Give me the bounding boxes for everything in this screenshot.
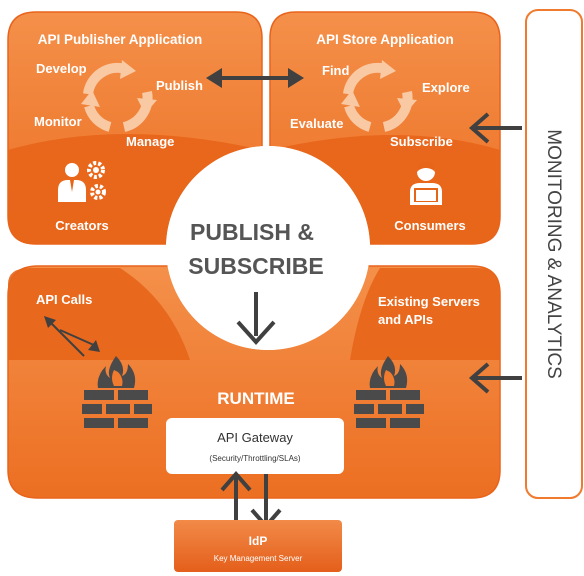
down-arrow-icon [236,292,276,345]
runtime-api-calls: API Calls [36,292,92,307]
center-line-1: PUBLISH & [190,219,314,245]
runtime-panel [7,265,501,499]
gateway-subtitle: (Security/Throttling/SLAs) [209,454,300,463]
cycle-label-develop: Develop [36,61,87,76]
cycle-label-publish: Publish [156,78,203,93]
idp-box: IdP Key Management Server [174,520,342,572]
consumer-laptop-icon [410,162,442,205]
cycle-arrows-icon [81,60,157,132]
publisher-title: API Publisher Application [38,32,203,47]
role-creators: Creators [55,218,108,233]
runtime-existing-line-2: and APIs [378,312,433,327]
monitoring-panel: MONITORING & ANALYTICS [525,9,583,499]
cycle-label-explore: Explore [422,80,470,95]
bidirectional-arrow-icon [44,316,100,357]
cycle-label-subscribe: Subscribe [390,134,453,149]
center-line-2: SUBSCRIBE [188,253,323,279]
runtime-title: RUNTIME [217,389,294,408]
creator-gear-icon [58,161,106,202]
left-arrow-icon [468,112,522,144]
left-arrow-icon [468,362,522,394]
idp-subtitle: Key Management Server [214,554,303,563]
cycle-label-evaluate: Evaluate [290,116,343,131]
api-gateway-box: API Gateway (Security/Throttling/SLAs) [166,418,344,474]
cycle-label-find: Find [322,63,349,78]
store-title: API Store Application [316,32,454,47]
firewall-icon [82,356,152,428]
cycle-label-monitor: Monitor [34,114,82,129]
idp-title: IdP [249,534,268,548]
bidirectional-arrow-icon [206,68,304,88]
role-consumers: Consumers [394,218,466,233]
monitoring-label: MONITORING & ANALYTICS [543,129,564,379]
cycle-arrows-icon [341,60,417,132]
runtime-existing-line-1: Existing Servers [378,294,480,309]
cycle-label-manage: Manage [126,134,174,149]
firewall-icon [354,356,424,428]
gateway-title: API Gateway [217,430,293,445]
